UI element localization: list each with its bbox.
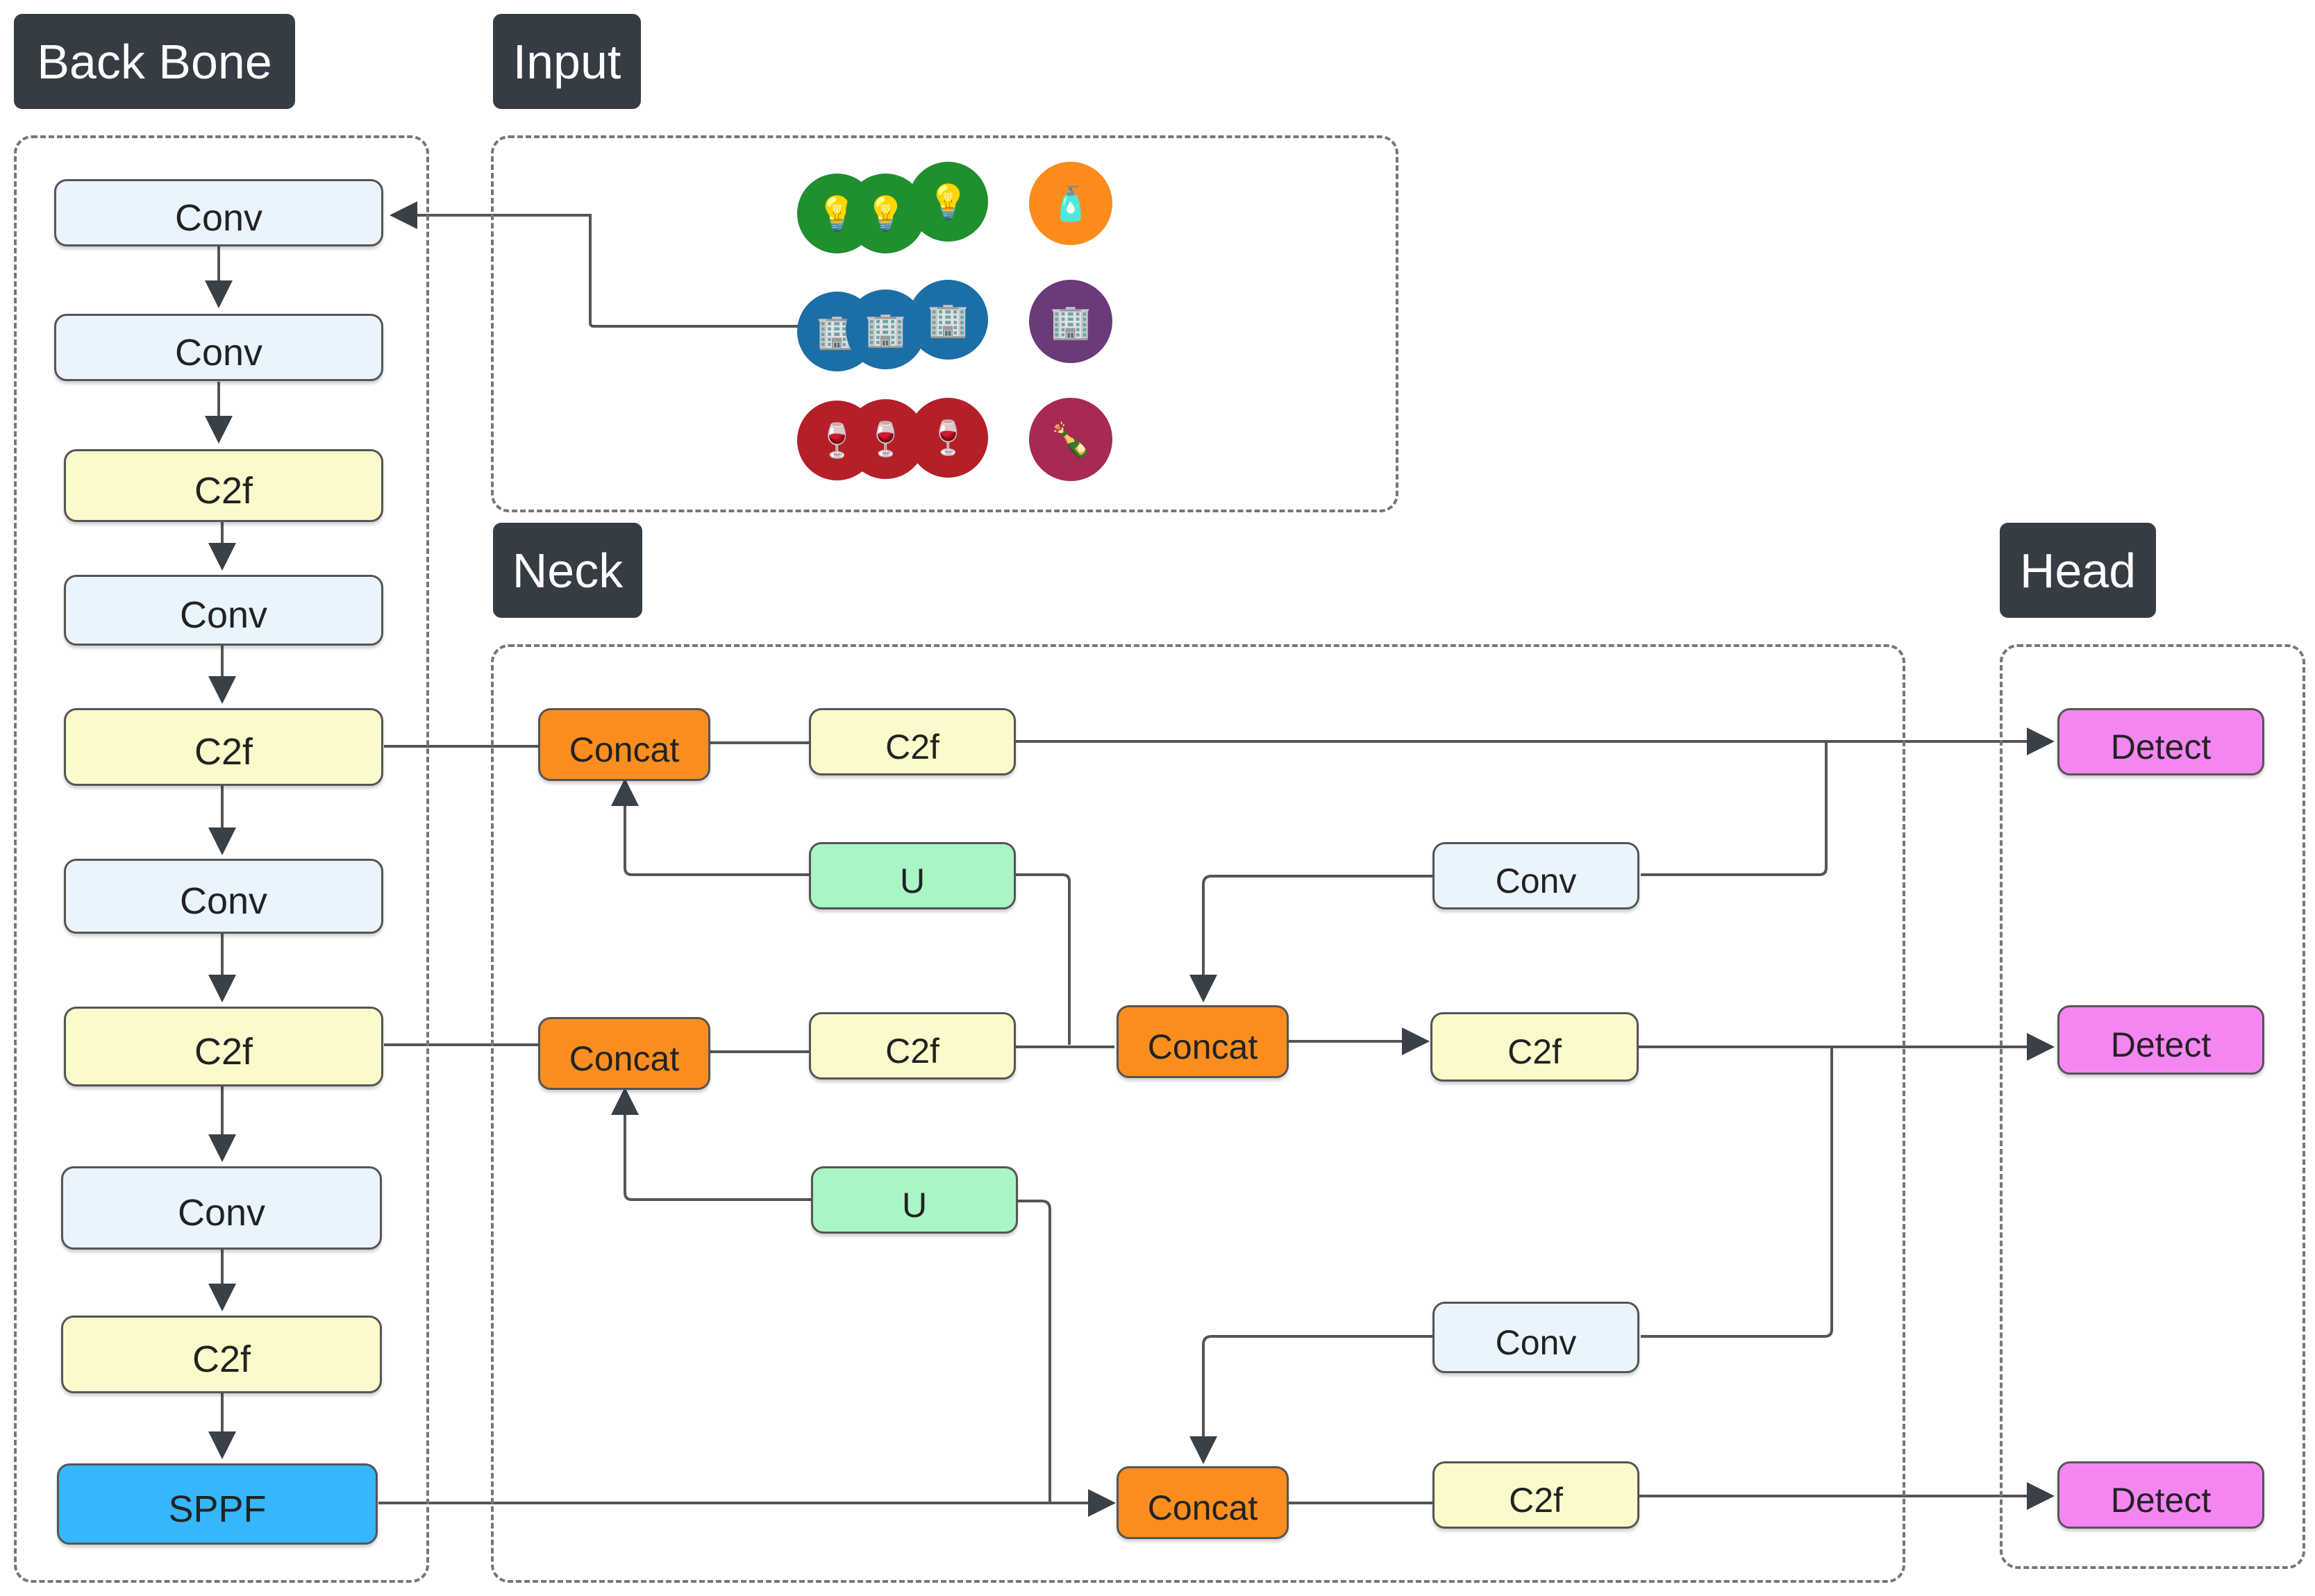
- head-detect-top: Detect: [2057, 708, 2264, 775]
- neck-conv-lower: Conv: [1432, 1302, 1639, 1373]
- neck-c2f-top: C2f: [809, 708, 1016, 775]
- neck-concat-top: Concat: [538, 708, 710, 781]
- backbone-c2f-1: C2f: [64, 449, 383, 522]
- buildings-icon: 🏢: [1029, 280, 1112, 363]
- bottom-branch-to-u: [1017, 1200, 1051, 1503]
- backbone-conv-1: Conv: [54, 179, 383, 246]
- head-detect-bottom: Detect: [2057, 1461, 2264, 1529]
- wine-bottles-icon: 🍾: [1029, 398, 1112, 481]
- top-branch-to-conv: [1641, 741, 1828, 876]
- head-title: Head: [2000, 523, 2156, 618]
- backbone-c2f-2: C2f: [64, 708, 383, 786]
- backbone-title: Back Bone: [14, 14, 295, 109]
- neck-c2f-mid-left: C2f: [809, 1012, 1016, 1080]
- head-group: [2000, 644, 2305, 1569]
- neck-c2f-bottom: C2f: [1432, 1461, 1639, 1529]
- neck-title: Neck: [493, 523, 642, 618]
- u-bottom-to-concat-mid-left: [611, 1087, 811, 1201]
- neck-concat-bottom: Concat: [1117, 1466, 1289, 1539]
- backbone-conv-2: Conv: [54, 314, 383, 381]
- input-image-grid: 💡 💡 💡 🧴 🏢 🏢 🏢 🏢 🍷 🍷 🍷 🍾: [792, 156, 1118, 489]
- backbone-group: [14, 135, 429, 1583]
- neck-c2f-mid: C2f: [1430, 1012, 1639, 1082]
- head-detect-mid: Detect: [2057, 1005, 2264, 1075]
- backbone-conv-5: Conv: [61, 1166, 382, 1250]
- backbone-sppf: SPPF: [57, 1463, 378, 1545]
- input-group: [491, 135, 1398, 512]
- neck-u-top: U: [809, 842, 1016, 909]
- input-to-conv-arrow: [390, 201, 799, 328]
- backbone-conv-4: Conv: [64, 859, 383, 934]
- conv-lower-to-concat-bottom: [1189, 1335, 1432, 1464]
- mid-branch-to-u-top: [1016, 873, 1071, 1045]
- bottles-icon: 🧴: [1029, 162, 1112, 245]
- bulb-icon: 💡: [908, 162, 988, 242]
- backbone-c2f-3: C2f: [64, 1007, 383, 1086]
- u-top-to-concat-top: [611, 778, 809, 876]
- neck-concat-mid: Concat: [1117, 1005, 1289, 1078]
- neck-u-bottom: U: [811, 1166, 1018, 1234]
- neck-conv-upper: Conv: [1432, 842, 1639, 909]
- backbone-conv-3: Conv: [64, 575, 383, 646]
- wine-bottles-icon: 🍷: [908, 398, 988, 478]
- conv-upper-to-concat-mid: [1189, 875, 1432, 1002]
- neck-group: [491, 644, 1905, 1583]
- mid-branch-to-conv-lower: [1641, 1047, 1833, 1338]
- input-title: Input: [493, 14, 641, 109]
- buildings-icon: 🏢: [908, 280, 988, 360]
- neck-concat-mid-left: Concat: [538, 1017, 710, 1090]
- backbone-c2f-4: C2f: [61, 1316, 382, 1393]
